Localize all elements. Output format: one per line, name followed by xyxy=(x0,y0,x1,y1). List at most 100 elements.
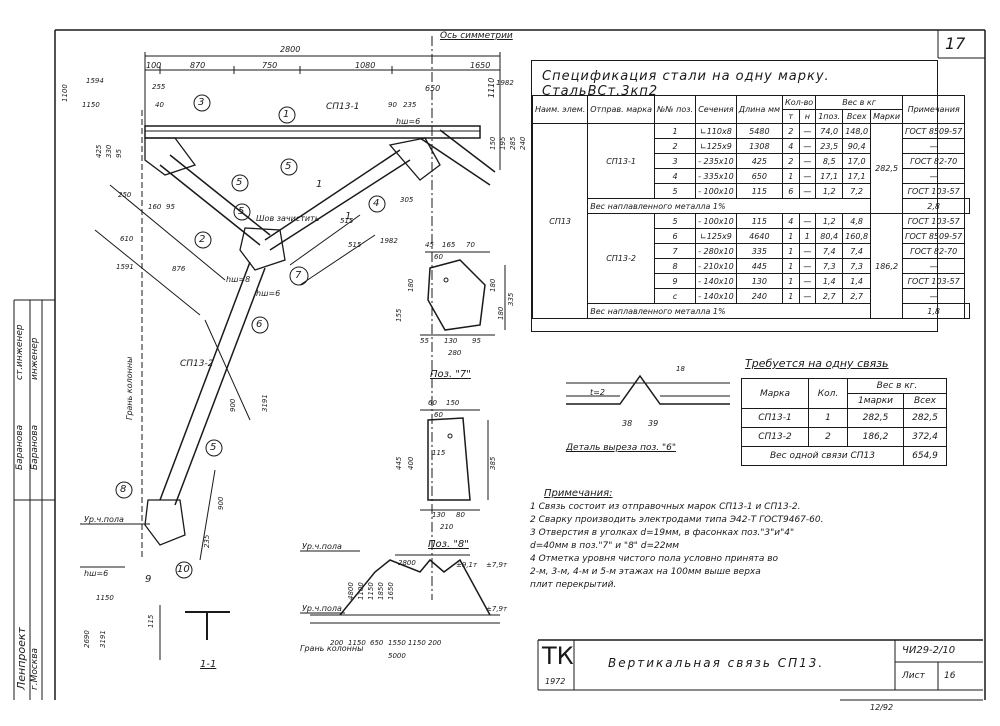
req-hdr-kol: Кол. xyxy=(808,378,848,409)
cell: 148,0 xyxy=(842,123,872,139)
label-hw6-b: hш=6 xyxy=(256,289,281,298)
side-role1: ст.инженер xyxy=(15,324,25,380)
elev-e9: ±7,9т xyxy=(486,605,508,613)
table-row: СП13-2 5 - 100х10 115 4 — 1,2 4,8 186,2 … xyxy=(533,213,970,319)
callout-4: 4 xyxy=(373,198,380,209)
dim-diag-a: 1594 xyxy=(86,77,104,85)
pos7-d7: 180 xyxy=(489,278,497,292)
cell: 282,5 xyxy=(902,408,948,428)
cell: 1 xyxy=(782,258,800,274)
req-total-label: Вес одной связи СП13 xyxy=(741,446,904,466)
cell: 2 xyxy=(782,153,800,169)
axis-label: Ось симметрии xyxy=(440,31,513,41)
required-table: Требуется на одну связь Марка Кол. Вес в… xyxy=(741,358,948,478)
cell: — xyxy=(798,138,817,154)
cell: ∟125х9 xyxy=(695,138,737,154)
cell: 115 xyxy=(735,213,784,229)
elev-b4: 1550 xyxy=(388,639,406,647)
hdr-kolvo: Кол-во xyxy=(782,95,817,110)
stamp-bottom: 12/92 xyxy=(870,703,894,712)
cell: 1,2 xyxy=(815,213,844,229)
side-dept: Ленпроект xyxy=(15,627,28,690)
table-row: с - 140х10 240 1 — 2,7 2,7 — xyxy=(533,288,970,304)
pos7-title: Поз. "7" xyxy=(430,369,471,380)
dim-mid-c: 305 xyxy=(400,196,414,204)
pos7-d8: 180 xyxy=(497,306,505,320)
dim-left-i: 160 xyxy=(148,203,162,211)
table-row: 8 - 210х10 445 1 — 7,3 7,3 — xyxy=(533,258,970,274)
dim-right-b: 235 xyxy=(403,101,417,109)
label-column-face: Грань колонны xyxy=(125,356,134,420)
dim-left-e: 425 xyxy=(95,144,103,158)
cell: 4640 xyxy=(735,228,784,244)
cell: 335 xyxy=(735,243,784,259)
cell: 80,4 xyxy=(815,228,844,244)
required-title: Требуется на одну связь xyxy=(745,357,889,370)
cell: СП13-1 xyxy=(741,408,809,428)
cell: ГОСТ 103-57 xyxy=(902,273,966,289)
callout-5a: 5 xyxy=(236,177,243,188)
callout-5b: 5 xyxy=(238,206,245,217)
stamp-year: 1972 xyxy=(545,677,566,686)
label-hw6-a: hш=6 xyxy=(396,117,421,126)
cell: 425 xyxy=(735,153,784,169)
pos8-d3: 60 xyxy=(434,411,443,419)
dim-right-a: 90 xyxy=(388,101,397,109)
pos7-d10: 55 xyxy=(420,337,429,345)
dim-top-b: 870 xyxy=(190,61,206,70)
cell: 17,0 xyxy=(842,153,872,169)
cell: 2 xyxy=(653,138,697,154)
cell: — xyxy=(902,138,966,154)
dim-left-a: 1100 xyxy=(61,84,69,102)
req-hdr-ves: Вес в кг. xyxy=(847,378,947,394)
cell: ∟110х8 xyxy=(695,123,737,139)
dim-top-g: 1110 xyxy=(487,77,496,98)
dim-left-d: 40 xyxy=(155,101,164,109)
cell: 7,3 xyxy=(842,258,872,274)
cell: — xyxy=(902,288,966,304)
dim-left-l: 1591 xyxy=(116,263,134,271)
cell: — xyxy=(798,183,817,199)
cutout-b: 39 xyxy=(648,419,659,428)
label-sp13-1: СП13-1 xyxy=(326,102,360,112)
cell: ГОСТ 8509-57 xyxy=(902,123,966,139)
cell: 1,4 xyxy=(842,273,872,289)
dim-top-f: 650 xyxy=(425,84,441,93)
dim-top-a: 100 xyxy=(146,61,162,70)
cell: 9 xyxy=(653,273,697,289)
cell: 74,0 xyxy=(815,123,844,139)
hdr-prim: Примечания xyxy=(902,95,966,124)
hdr-n: н xyxy=(798,109,817,124)
dim-lower-d: 235 xyxy=(203,534,211,548)
cell-mark-weight-2: 186,2 xyxy=(870,213,904,319)
note-line: d=40мм в поз."7" и "8" d=22мм xyxy=(530,541,680,551)
pos7-d12: 95 xyxy=(472,337,481,345)
stamp-sheet-label: Лист xyxy=(902,671,925,681)
label-weld-note: Шов зачистить xyxy=(256,214,320,223)
pos7-d6: 155 xyxy=(395,308,403,322)
hdr-naim: Наим. элем. xyxy=(531,95,589,124)
cell: - 100х10 xyxy=(695,183,737,199)
note-line: 4 Отметка уровня чистого пола условно пр… xyxy=(530,554,779,564)
dim-right-f: 240 xyxy=(519,136,527,150)
callout-7: 7 xyxy=(295,270,302,281)
hdr-t: т xyxy=(782,109,800,124)
dim-mid-b: 515 xyxy=(348,241,362,249)
table-row: Вес наплавленного металла 1% 1,8 xyxy=(533,303,971,319)
cell: ∟125х9 xyxy=(695,228,737,244)
stamp-title: Вертикальная связь СП13. xyxy=(608,656,825,670)
stamp-org: ТК xyxy=(542,642,574,670)
elev-e5: 4800 xyxy=(347,582,355,600)
cell: — xyxy=(902,258,966,274)
cell: 1 xyxy=(782,168,800,184)
cell: - 100х10 xyxy=(695,213,737,229)
cell: ГОСТ 82-70 xyxy=(902,153,966,169)
elev-b6: 200 xyxy=(428,639,442,647)
cell: 2,7 xyxy=(842,288,872,304)
cell-empty xyxy=(964,198,971,214)
table-row: Вес наплавленного металла 1% 2,8 xyxy=(533,198,971,214)
cutout-a: 38 xyxy=(622,419,633,428)
cell: 650 xyxy=(735,168,784,184)
cell: 1 xyxy=(782,243,800,259)
note-line: 2 Сварку производить электродами типа Э4… xyxy=(530,515,824,525)
